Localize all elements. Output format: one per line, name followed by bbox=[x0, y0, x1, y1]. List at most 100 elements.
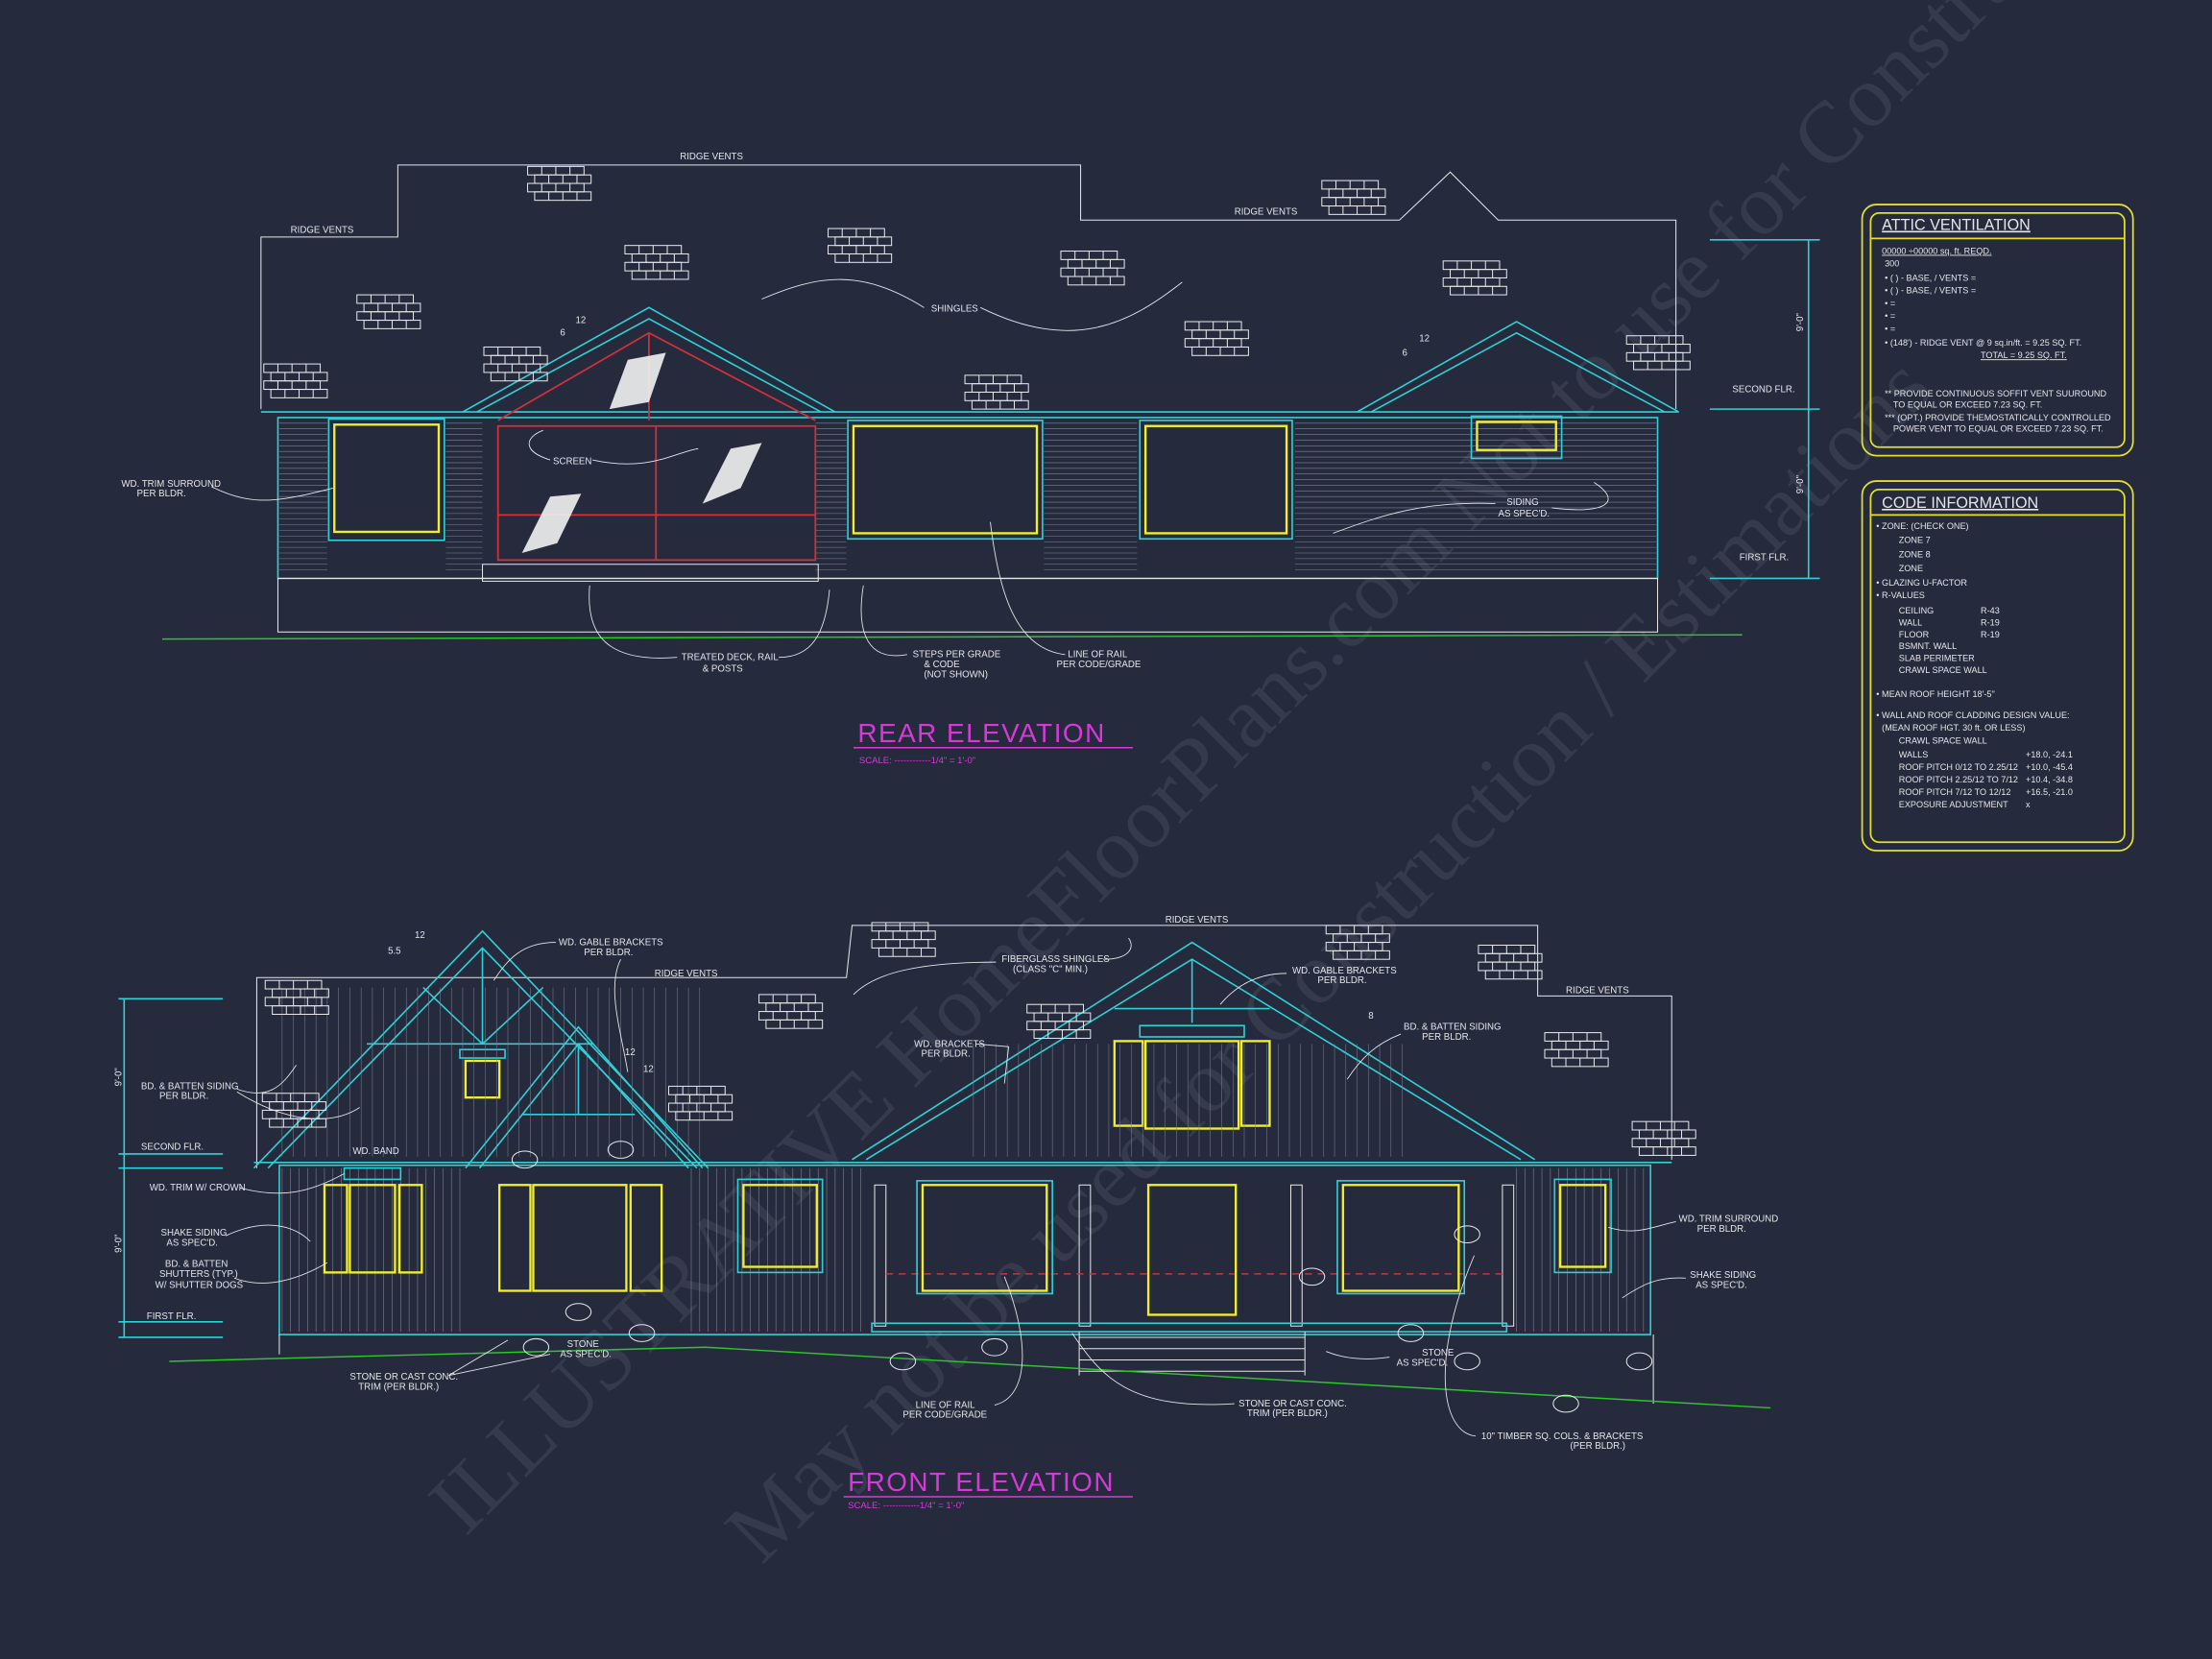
front-elevation-scale: SCALE: ------------1/4" = 1'-0" bbox=[848, 1501, 964, 1511]
label-stone-trim: STONE OR CAST CONC. bbox=[1238, 1399, 1347, 1409]
code-line: • MEAN ROOF HEIGHT 18'-5" bbox=[1876, 689, 1994, 699]
stone bbox=[1454, 1225, 1480, 1244]
window bbox=[1143, 424, 1288, 535]
code-information-table: CODE INFORMATION • ZONE: (CHECK ONE) ZONE… bbox=[1861, 480, 2134, 852]
design-value-name: ROOF PITCH 7/12 TO 12/12 bbox=[1899, 787, 2011, 797]
pitch-run: 6 bbox=[1403, 348, 1407, 358]
code-line: CRAWL SPACE WALL bbox=[1899, 735, 1987, 745]
stone bbox=[1625, 1352, 1653, 1371]
brick-patch bbox=[1184, 321, 1249, 356]
label-wd-brackets-2: PER BLDR. bbox=[922, 1049, 971, 1060]
brick-patch bbox=[624, 245, 689, 280]
r-value-name: SLAB PERIMETER bbox=[1899, 654, 1975, 663]
r-value-name: FLOOR bbox=[1899, 630, 1930, 639]
design-value-name: WALLS bbox=[1899, 750, 1929, 759]
rear-left-gable bbox=[462, 306, 836, 413]
rear-grade-line bbox=[161, 634, 1743, 640]
brick-patch bbox=[1478, 944, 1543, 980]
label-stone-2: AS SPEC'D. bbox=[560, 1350, 612, 1360]
pitch-label: 12 bbox=[415, 930, 425, 941]
attic-line: 300 bbox=[1885, 259, 1899, 269]
rear-annotations: RIDGE VENTS RIDGE VENTS RIDGE VENTS SHIN… bbox=[121, 152, 1794, 680]
brick-patch bbox=[1544, 1032, 1609, 1068]
r-value: R-19 bbox=[1981, 630, 2000, 639]
dim-upper: 9'-0" bbox=[1795, 312, 1806, 331]
code-information-title: CODE INFORMATION bbox=[1882, 494, 2038, 512]
design-value-name: EXPOSURE ADJUSTMENT bbox=[1899, 800, 2008, 809]
rear-windows bbox=[327, 415, 1563, 541]
label-trim-surround-2: PER BLDR. bbox=[1697, 1224, 1746, 1235]
brick-patch bbox=[1625, 335, 1691, 371]
rear-dimensions: 9'-0" 9'-0" bbox=[1709, 238, 1820, 580]
brick-patch bbox=[667, 1085, 733, 1121]
stone bbox=[1552, 1394, 1579, 1413]
label-ridge-vents: RIDGE VENTS bbox=[1235, 206, 1298, 217]
rear-elevation: 9'-0" 9'-0" RIDGE VENTS RIDGE VENTS RIDG… bbox=[121, 152, 1820, 766]
brick-patch bbox=[1026, 1003, 1092, 1039]
brick-patch bbox=[264, 979, 329, 1016]
label-rail-2: PER CODE/GRADE bbox=[902, 1410, 987, 1421]
stone bbox=[565, 1303, 592, 1321]
label-ridge-vents: RIDGE VENTS bbox=[291, 225, 354, 235]
front-dimensions: 9'-0" 9'-0" bbox=[113, 998, 224, 1338]
label-fiberglass-2: (CLASS "C" MIN.) bbox=[1013, 964, 1088, 974]
deck bbox=[482, 564, 819, 582]
design-value-name: ROOF PITCH 2.25/12 TO 7/12 bbox=[1899, 775, 2018, 784]
label-timber-columns: 10" TIMBER SQ. COLS. & BRACKETS bbox=[1481, 1431, 1644, 1442]
front-annotations: RIDGE VENTS RIDGE VENTS RIDGE VENTS WD. … bbox=[141, 915, 1778, 1452]
pitch-label: 8 bbox=[1368, 1011, 1373, 1022]
front-elevation-title: FRONT ELEVATION bbox=[848, 1467, 1115, 1497]
stone bbox=[981, 1337, 1008, 1357]
code-line: • GLAZING U-FACTOR bbox=[1876, 578, 1967, 588]
rear-foundation bbox=[276, 577, 1659, 633]
attic-ventilation-title: ATTIC VENTILATION bbox=[1882, 217, 2031, 234]
brick-patch bbox=[527, 165, 592, 202]
stone bbox=[1454, 1352, 1480, 1371]
code-line: • WALL AND ROOF CLADDING DESIGN VALUE: bbox=[1876, 710, 2069, 720]
brick-patch bbox=[828, 228, 893, 263]
label-second-floor: SECOND FLR. bbox=[1732, 384, 1794, 395]
code-line: ZONE 7 bbox=[1899, 536, 1931, 545]
label-gable-brackets-2: PER BLDR. bbox=[1317, 975, 1366, 986]
brick-patch bbox=[1321, 180, 1386, 215]
r-value-name: CRAWL SPACE WALL bbox=[1899, 665, 1987, 675]
design-value: +18.0, -24.1 bbox=[2026, 750, 2073, 759]
label-batten-siding-2: PER BLDR. bbox=[159, 1092, 208, 1102]
front-main-gable bbox=[852, 941, 1536, 1161]
label-gable-brackets: WD. GABLE BRACKETS bbox=[559, 937, 663, 948]
front-left-gable bbox=[252, 929, 709, 1169]
window bbox=[921, 1184, 1048, 1292]
stone bbox=[511, 1150, 539, 1169]
r-value-name: BSMNT. WALL bbox=[1899, 641, 1957, 651]
design-value: x bbox=[2026, 800, 2031, 809]
code-line: • ZONE: (CHECK ONE) bbox=[1876, 521, 1968, 531]
code-line: ZONE bbox=[1899, 564, 1923, 573]
front-wall bbox=[278, 1164, 1651, 1335]
label-deck: TREATED DECK, RAIL bbox=[682, 653, 780, 663]
window bbox=[1143, 1040, 1240, 1130]
label-first-floor: FIRST FLR. bbox=[1740, 552, 1789, 563]
r-value-name: WALL bbox=[1899, 618, 1922, 628]
stone bbox=[628, 1324, 656, 1342]
window bbox=[333, 423, 441, 534]
screen-porch bbox=[496, 331, 817, 562]
attic-line: • = bbox=[1885, 311, 1895, 321]
design-value-name: ROOF PITCH 0/12 TO 2.25/12 bbox=[1899, 762, 2018, 772]
stone bbox=[889, 1352, 917, 1371]
stone bbox=[522, 1337, 550, 1357]
attic-line: • (148') - RIDGE VENT @ 9 sq.in/ft. = 9.… bbox=[1885, 338, 2081, 348]
window bbox=[349, 1184, 397, 1274]
pitch-label: 5.5 bbox=[388, 946, 400, 956]
front-elevation: 9'-0" 9'-0" RIDGE VENTS RIDGE VENTS RIDG… bbox=[113, 915, 1778, 1511]
roof-brick-patches bbox=[261, 165, 1696, 1156]
code-line: ZONE 8 bbox=[1899, 549, 1931, 559]
brick-patch bbox=[1325, 925, 1390, 960]
label-steps: STEPS PER GRADE bbox=[913, 650, 1001, 661]
label-siding-2: AS SPEC'D. bbox=[1498, 509, 1550, 519]
label-shutters-3: W/ SHUTTER DOGS bbox=[156, 1281, 244, 1291]
dim-lower: 9'-0" bbox=[113, 1234, 124, 1253]
code-line: (MEAN ROOF HGT. 30 ft. OR LESS) bbox=[1882, 723, 2025, 733]
label-wd-brackets: WD. BRACKETS bbox=[914, 1039, 985, 1049]
label-batten-siding-2: PER BLDR. bbox=[1422, 1032, 1471, 1043]
